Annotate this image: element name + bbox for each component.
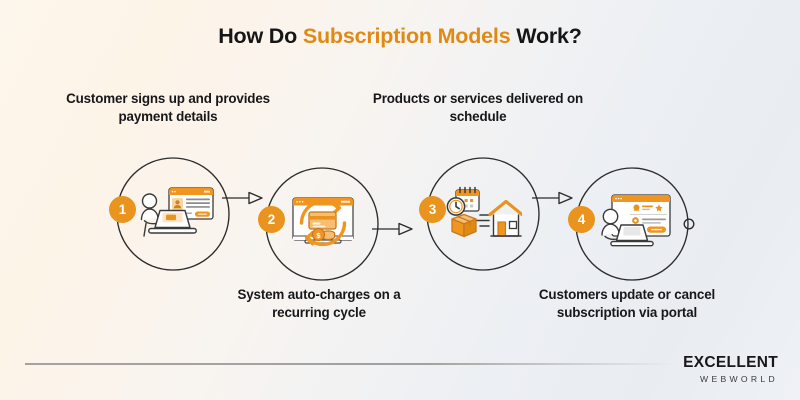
step-badge-4[interactable]: 4 [568, 206, 595, 233]
page-title-before: How Do [218, 24, 303, 48]
brand-logo-secondary: WEBWORLD [700, 373, 778, 384]
endpoint-dot-after-step4 [683, 218, 695, 230]
page-title: How Do Subscription Models Work? [0, 24, 800, 49]
step-badge-3[interactable]: 3 [419, 196, 446, 223]
calendar-clock-package-house-delivery-icon [446, 186, 522, 238]
step-caption-1: Customer signs up and provides payment d… [66, 91, 270, 124]
footer-divider [25, 363, 675, 365]
arrow-step1-to-step2 [222, 191, 263, 205]
step-caption-2: System auto-charges on a recurring cycle [237, 287, 401, 320]
step-badge-2[interactable]: 2 [258, 206, 285, 233]
step-caption-3: Products or services delivered on schedu… [372, 91, 584, 124]
page-title-highlight: Subscription Models [302, 24, 511, 48]
step-caption-4: Customers update or cancel subscription … [538, 287, 716, 320]
brand-logo-primary: EXCELLENT [683, 354, 778, 371]
brand-logo: EXCELLENT WEBWORLD [683, 355, 778, 383]
arrow-step3-to-step4 [532, 191, 573, 205]
page-title-after: Work? [510, 24, 582, 48]
arrow-step2-to-step3 [372, 222, 413, 236]
person-laptop-signup-form-icon [140, 187, 214, 237]
recurring-payment-card-coins-icon: $ [292, 197, 354, 247]
person-laptop-portal-settings-icon [601, 194, 671, 247]
step-badge-1[interactable]: 1 [109, 196, 136, 223]
